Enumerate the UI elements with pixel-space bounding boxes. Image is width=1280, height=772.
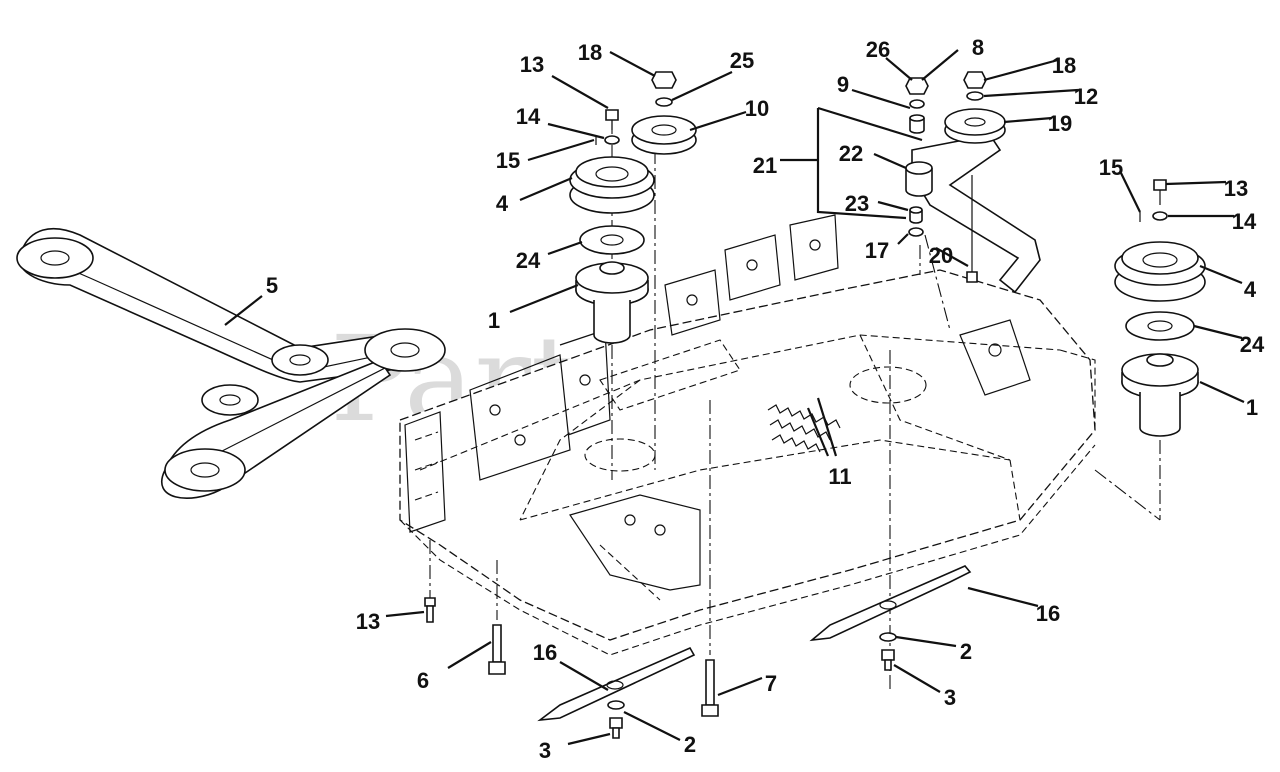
- callout-label: 24: [516, 248, 541, 273]
- callout-label: 13: [356, 609, 380, 634]
- callout-label: 17: [865, 238, 889, 263]
- callout-label: 12: [1074, 84, 1098, 109]
- callout-label: 2: [960, 639, 972, 664]
- right-spindle-assembly: [1114, 179, 1206, 437]
- callout-label: 4: [1244, 277, 1257, 302]
- springs: [767, 404, 841, 453]
- callout-label: 18: [578, 40, 602, 65]
- callout-label: 21: [753, 153, 777, 178]
- callout-label: 15: [1099, 155, 1123, 180]
- callout-label: 1: [488, 308, 500, 333]
- callout-label: 19: [1048, 111, 1072, 136]
- callout-label: 23: [845, 191, 869, 216]
- callout-label: 16: [1036, 601, 1060, 626]
- callout-label: 13: [1224, 176, 1248, 201]
- callout-label: 3: [944, 685, 956, 710]
- callout-label: 13: [520, 52, 544, 77]
- callout-label: 16: [533, 640, 557, 665]
- callout-label: 15: [496, 148, 520, 173]
- mower-deck-housing: [399, 214, 1096, 656]
- callout-label: 18: [1052, 53, 1076, 78]
- left-spindle-assembly: [569, 71, 697, 344]
- callout-label: 10: [745, 96, 769, 121]
- callout-label: 14: [516, 104, 541, 129]
- loose-hardware: [424, 597, 897, 739]
- callout-label: 22: [839, 141, 863, 166]
- callout-label: 8: [972, 35, 984, 60]
- callout-label: 25: [730, 48, 754, 73]
- right-blade: [809, 565, 972, 642]
- callout-label: 7: [765, 671, 777, 696]
- callout-label: 11: [828, 464, 851, 489]
- drive-belt: [16, 227, 446, 499]
- callout-label: 3: [539, 738, 551, 763]
- callout-label: 9: [837, 72, 849, 97]
- callout-label: 24: [1240, 332, 1265, 357]
- callout-label: 20: [929, 243, 953, 268]
- callout-label: 4: [496, 191, 509, 216]
- callout-label: 14: [1232, 209, 1257, 234]
- idler-arm-assembly: [780, 71, 1041, 294]
- left-blade: [537, 646, 696, 722]
- callout-label: 5: [266, 273, 278, 298]
- callout-label: 2: [684, 732, 696, 757]
- leader-lines: [224, 49, 1245, 746]
- callout-label: 1: [1246, 395, 1258, 420]
- callout-label: 6: [417, 668, 429, 693]
- callout-label: 26: [866, 37, 890, 62]
